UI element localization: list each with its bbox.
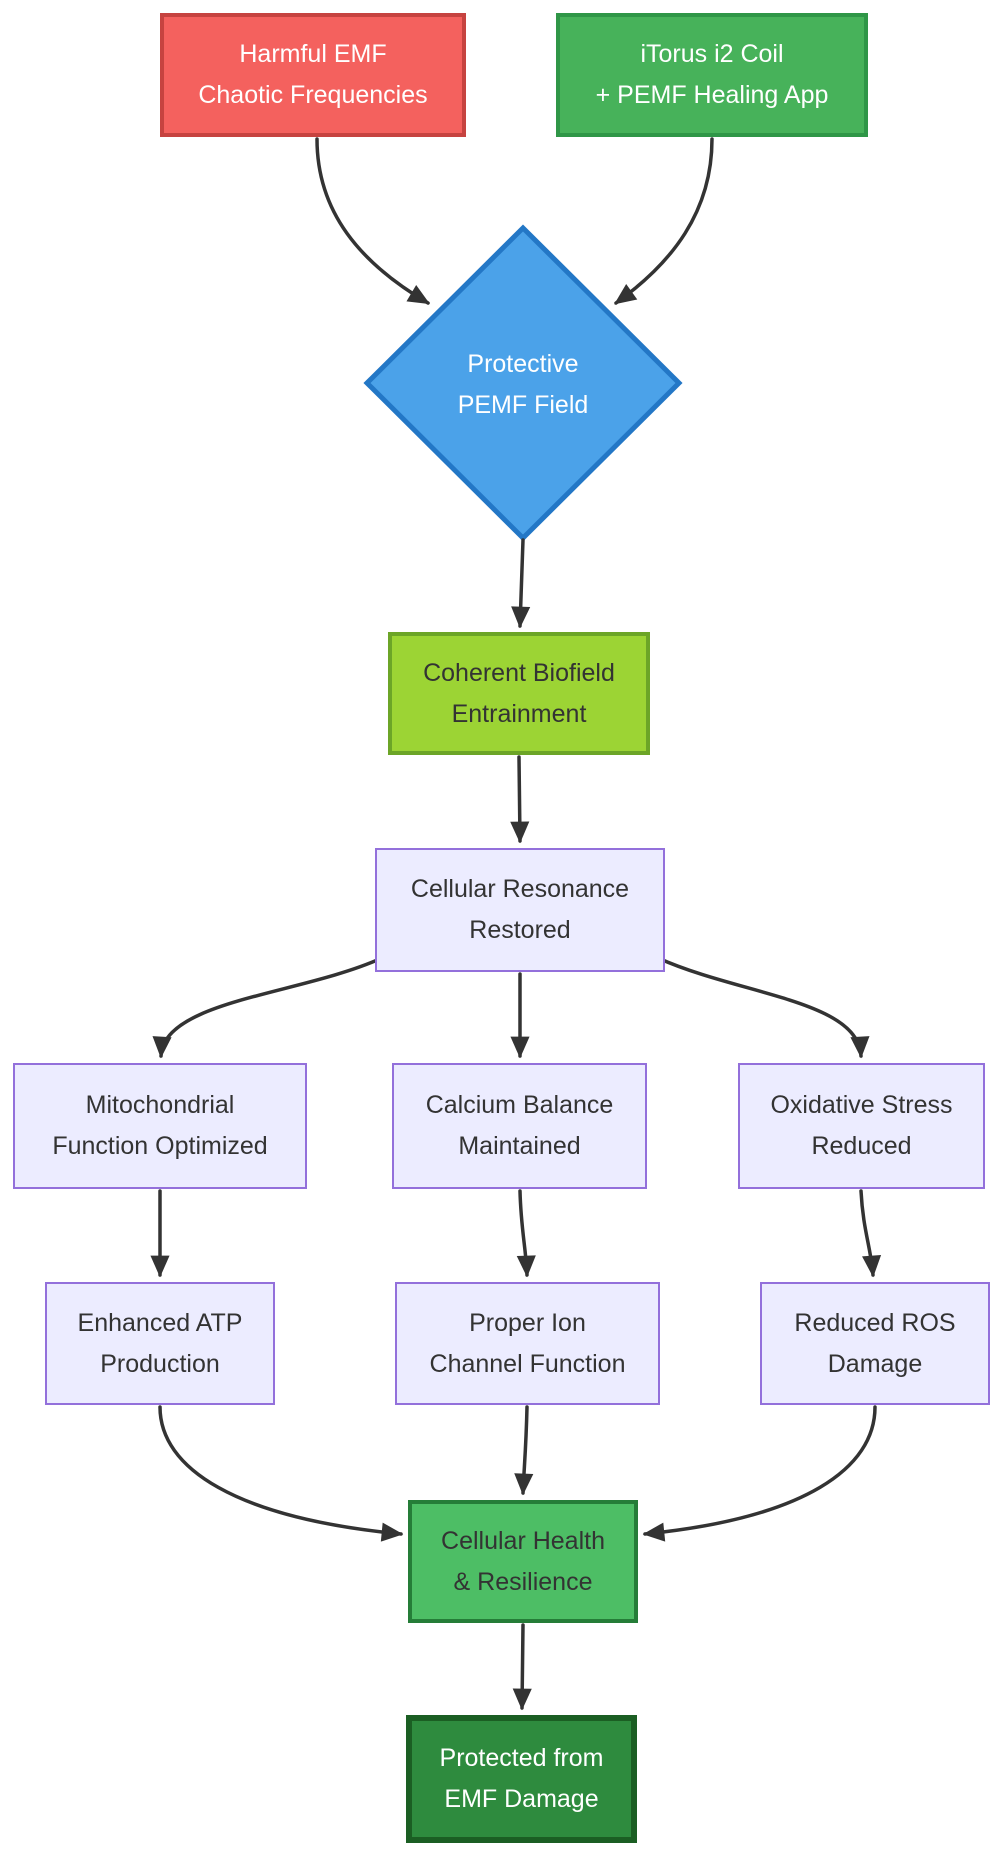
node-protective-field-shape <box>363 224 683 542</box>
edge-ion-to-health <box>514 1405 534 1496</box>
node-ion-channel-line2: Channel Function <box>429 1349 626 1378</box>
edge-ros-to-health <box>642 1405 877 1542</box>
node-enhanced-atp-line1: Enhanced ATP <box>77 1308 243 1337</box>
node-reduced-ros-line1: Reduced ROS <box>794 1308 956 1337</box>
node-protective-field-line1: Protective <box>467 350 579 378</box>
node-harmful-emf-line2: Chaotic Frequencies <box>198 81 428 109</box>
node-coherent-biofield-line1: Coherent Biofield <box>423 658 615 687</box>
edge-field-to-coherent <box>511 538 531 629</box>
node-calcium-balance-line1: Calcium Balance <box>425 1091 614 1119</box>
node-coherent-biofield-line2: Entrainment <box>451 699 587 728</box>
node-itorus-coil-line1: iTorus i2 Coil <box>640 40 784 68</box>
node-enhanced-atp-line2: Production <box>100 1349 220 1378</box>
node-coherent-biofield: Coherent Biofield Entrainment <box>388 632 650 755</box>
node-cellular-resonance-line1: Cellular Resonance <box>410 875 630 903</box>
node-calcium-balance-line2: Maintained <box>458 1132 581 1160</box>
node-protected-from-emf-line1: Protected from <box>439 1744 604 1772</box>
node-cellular-resonance: Cellular Resonance Restored <box>375 848 665 972</box>
node-cellular-health-line1: Cellular Health <box>441 1526 605 1555</box>
node-ion-channel-line1: Proper Ion <box>469 1308 586 1337</box>
node-reduced-ros: Reduced ROS Damage <box>760 1282 990 1405</box>
node-oxidative-stress: Oxidative Stress Reduced <box>738 1063 985 1189</box>
node-oxidative-stress-line2: Reduced <box>811 1132 912 1160</box>
edge-atp-to-health <box>158 1405 404 1542</box>
node-itorus-coil: iTorus i2 Coil + PEMF Healing App <box>556 13 868 137</box>
edge-harmful-to-field <box>315 137 430 305</box>
edge-resonance-to-oxidative <box>656 956 870 1059</box>
node-cellular-health-line2: & Resilience <box>453 1567 593 1596</box>
edge-itorus-to-field <box>614 137 714 305</box>
node-enhanced-atp: Enhanced ATP Production <box>45 1282 275 1405</box>
node-mitochondrial-function-line1: Mitochondrial <box>85 1091 235 1119</box>
edge-health-to-protected <box>512 1623 532 1711</box>
node-oxidative-stress-line1: Oxidative Stress <box>770 1091 953 1119</box>
node-harmful-emf: Harmful EMF Chaotic Frequencies <box>160 13 466 137</box>
node-reduced-ros-line2: Damage <box>827 1349 923 1378</box>
node-protective-field-label: Protective PEMF Field <box>403 320 643 450</box>
node-mitochondrial-function: Mitochondrial Function Optimized <box>13 1063 307 1189</box>
node-ion-channel: Proper Ion Channel Function <box>395 1282 660 1405</box>
node-protected-from-emf: Protected from EMF Damage <box>406 1715 637 1843</box>
node-mitochondrial-function-line2: Function Optimized <box>52 1132 268 1160</box>
node-protected-from-emf-line2: EMF Damage <box>444 1785 599 1813</box>
node-protective-field-line2: PEMF Field <box>457 391 589 419</box>
node-harmful-emf-line1: Harmful EMF <box>239 40 387 68</box>
node-calcium-balance: Calcium Balance Maintained <box>392 1063 647 1189</box>
node-cellular-resonance-line2: Restored <box>469 916 571 944</box>
edge-oxidative-to-ros <box>859 1189 882 1278</box>
edge-coherent-to-resonance <box>510 755 530 844</box>
node-itorus-coil-line2: + PEMF Healing App <box>595 81 829 109</box>
node-cellular-health: Cellular Health & Resilience <box>408 1500 638 1623</box>
edge-calcium-to-ion <box>516 1189 536 1278</box>
edge-resonance-to-mito <box>152 956 384 1059</box>
